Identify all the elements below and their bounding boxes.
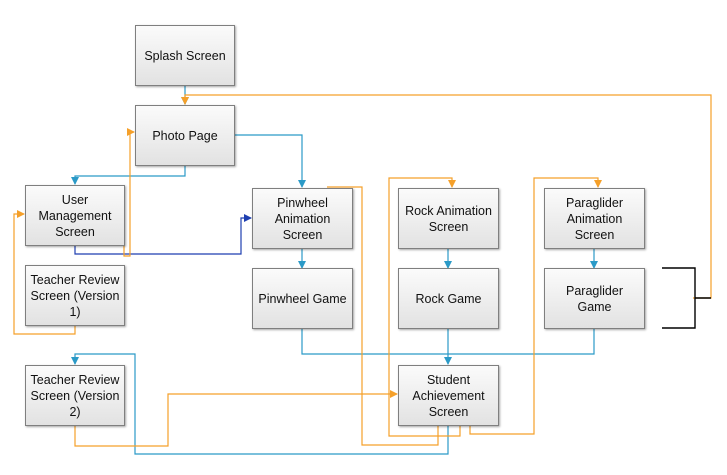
student-achievement-node[interactable]: Student Achievement Screen	[398, 365, 499, 426]
paraglider-game-node[interactable]: Paraglider Game	[544, 268, 645, 329]
edge-para-game-to-student	[448, 328, 595, 355]
edge-teacher-v1-to-usermgmt	[13, 210, 76, 335]
edge-usermgmt-to-photo	[123, 128, 135, 257]
splash-screen-node[interactable]: Splash Screen	[135, 25, 235, 86]
user-management-label: User Management Screen	[38, 192, 112, 239]
edge-usermgmt-to-pinwheel-anim	[74, 214, 252, 255]
splash-screen-label: Splash Screen	[144, 48, 226, 63]
rock-animation-node[interactable]: Rock Animation Screen	[398, 188, 499, 249]
edge-student-to-teacher-v2	[71, 353, 449, 455]
rock-game-label: Rock Game	[415, 291, 482, 306]
student-achievement-label: Student Achievement Screen	[412, 372, 485, 419]
teacher-review-v1-node[interactable]: Teacher Review Screen (Version 1)	[25, 265, 125, 326]
photo-page-node[interactable]: Photo Page	[135, 105, 235, 166]
paraglider-animation-label: Paraglider Animation Screen	[566, 195, 623, 242]
edge-student-to-para-anim	[469, 177, 602, 435]
pinwheel-animation-node[interactable]: Pinwheel Animation Screen	[252, 188, 353, 249]
group-bracket	[662, 267, 711, 329]
paraglider-animation-node[interactable]: Paraglider Animation Screen	[544, 188, 645, 249]
paraglider-game-label: Paraglider Game	[566, 283, 623, 314]
edge-pinwheel-anim-to-student	[327, 186, 439, 446]
edge-teacher-v2-to-student	[74, 390, 398, 447]
pinwheel-animation-label: Pinwheel Animation Screen	[274, 195, 331, 242]
rock-game-node[interactable]: Rock Game	[398, 268, 499, 329]
edge-pinwheel-game-to-student	[301, 328, 448, 355]
photo-page-label: Photo Page	[152, 128, 218, 143]
edge-student-to-rock-anim	[388, 177, 461, 437]
pinwheel-game-node[interactable]: Pinwheel Game	[252, 268, 353, 329]
teacher-review-v2-node[interactable]: Teacher Review Screen (Version 2)	[25, 365, 125, 426]
rock-animation-label: Rock Animation Screen	[405, 203, 492, 234]
teacher-review-v2-label: Teacher Review Screen (Version 2)	[30, 372, 120, 419]
pinwheel-game-label: Pinwheel Game	[258, 291, 347, 306]
edge-photo-to-pinwheel-anim	[235, 134, 306, 188]
user-management-node[interactable]: User Management Screen	[25, 185, 125, 246]
teacher-review-v1-label: Teacher Review Screen (Version 1)	[30, 272, 120, 319]
